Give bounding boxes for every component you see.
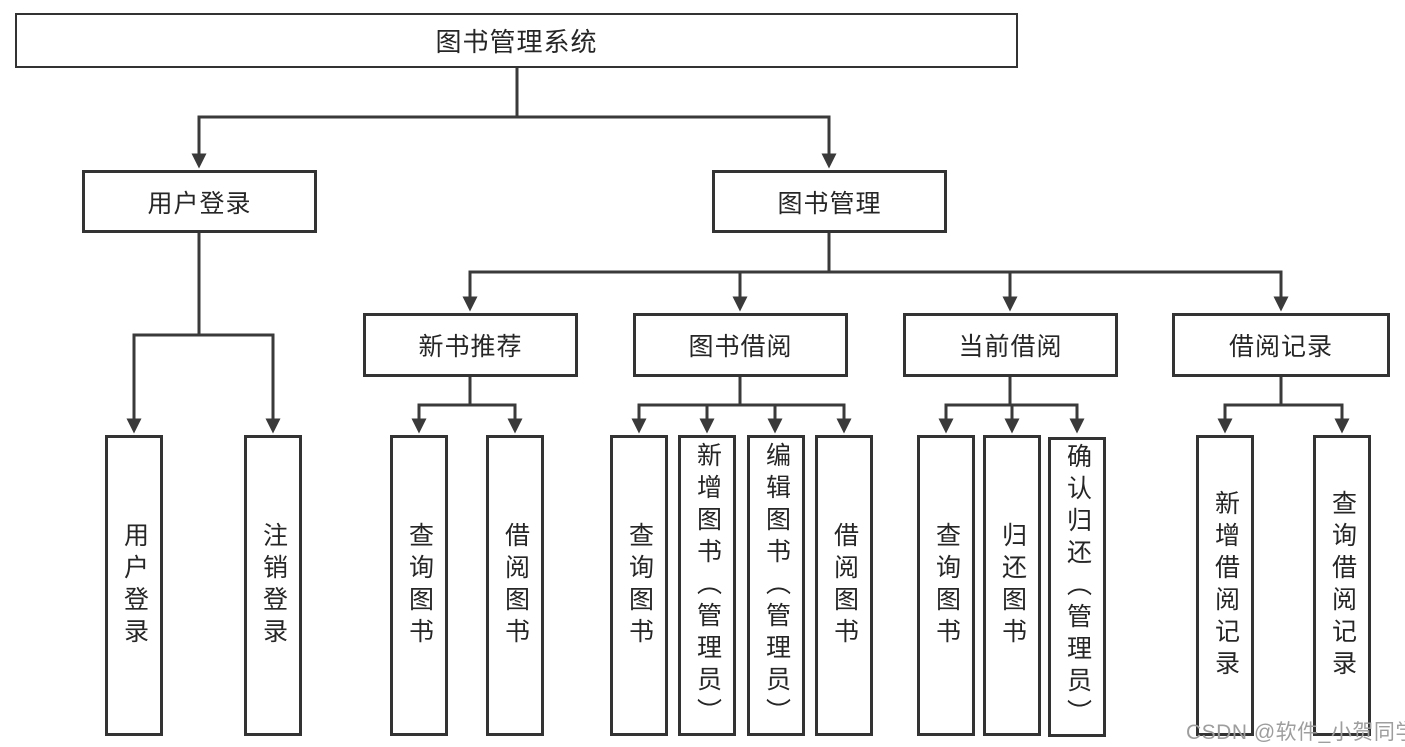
leaf-edit-book-admin: 编辑图书（管理员） (747, 435, 805, 736)
node-new-book-recommend-label: 新书推荐 (418, 333, 523, 361)
node-book-borrow-label: 图书借阅 (688, 333, 793, 361)
leaf-add-book-admin-label: 新增图书（管理员） (693, 441, 722, 730)
leaf-borrow-books-recommend: 借阅图书 (486, 435, 544, 736)
leaf-borrow-books-recommend-label: 借阅图书 (501, 521, 530, 650)
leaf-add-book-admin: 新增图书（管理员） (678, 435, 736, 736)
leaf-return-books-label: 归还图书 (998, 521, 1027, 650)
node-user-login: 用户登录 (82, 170, 317, 233)
leaf-logout: 注销登录 (244, 435, 302, 736)
node-new-book-recommend: 新书推荐 (363, 313, 578, 377)
leaf-confirm-return-admin-label: 确认归还（管理员） (1063, 443, 1092, 731)
leaf-query-books-current-label: 查询图书 (932, 521, 961, 650)
node-borrow-records: 借阅记录 (1172, 313, 1390, 377)
node-current-borrow: 当前借阅 (903, 313, 1118, 377)
csdn-watermark: CSDN @软件_小贺同学 (1186, 721, 1405, 744)
leaf-query-books-recommend-label: 查询图书 (405, 521, 434, 650)
node-book-management-label: 图书管理 (777, 189, 882, 218)
leaf-query-borrow-record: 查询借阅记录 (1313, 435, 1371, 736)
leaf-add-borrow-record-label: 新增借阅记录 (1211, 489, 1240, 682)
node-current-borrow-label: 当前借阅 (958, 333, 1063, 361)
leaf-edit-book-admin-label: 编辑图书（管理员） (762, 441, 791, 730)
node-borrow-records-label: 借阅记录 (1228, 333, 1333, 361)
leaf-user-login-label: 用户登录 (120, 521, 149, 650)
leaf-confirm-return-admin: 确认归还（管理员） (1048, 437, 1106, 737)
leaf-return-books: 归还图书 (983, 435, 1041, 736)
leaf-user-login: 用户登录 (105, 435, 163, 736)
node-user-login-label: 用户登录 (147, 189, 252, 218)
leaf-query-books-borrow-label: 查询图书 (625, 521, 654, 650)
leaf-borrow-books-label: 借阅图书 (830, 521, 859, 650)
leaf-add-borrow-record: 新增借阅记录 (1196, 435, 1254, 736)
node-book-borrow: 图书借阅 (633, 313, 848, 377)
connector-group (126, 68, 1350, 434)
leaf-query-books-recommend: 查询图书 (390, 435, 448, 736)
leaf-query-borrow-record-label: 查询借阅记录 (1328, 489, 1357, 682)
node-root-label: 图书管理系统 (435, 27, 598, 57)
node-root: 图书管理系统 (15, 13, 1018, 68)
leaf-logout-label: 注销登录 (259, 521, 288, 650)
leaf-query-books-current: 查询图书 (917, 435, 975, 736)
node-book-management: 图书管理 (712, 170, 947, 233)
leaf-query-books-borrow: 查询图书 (610, 435, 668, 736)
leaf-borrow-books: 借阅图书 (815, 435, 873, 736)
